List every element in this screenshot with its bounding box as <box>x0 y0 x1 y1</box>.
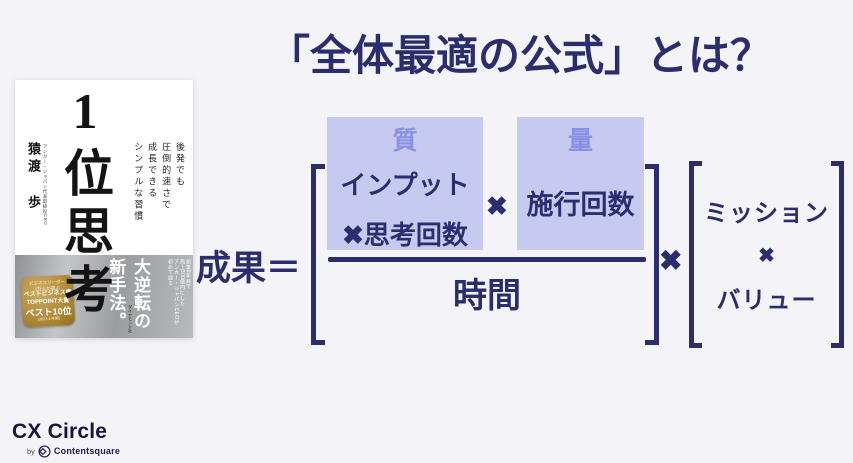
book-band: 大逆転の 新手法。 創業9年目で 売上300億円にした アンカー・ジャパンCEO… <box>15 255 193 338</box>
by-label: by <box>27 446 35 456</box>
quality-line-1: インプット <box>340 170 470 200</box>
right-bracket-2 <box>831 161 844 348</box>
quantity-box: 量 施行回数 <box>517 117 644 250</box>
mission-text: ミッション <box>704 200 829 227</box>
quality-line-2: ✖思考回数 <box>342 220 468 250</box>
quantity-value: 施行回数 <box>526 190 635 220</box>
quality-label: 質 <box>392 127 418 155</box>
left-bracket-2 <box>689 161 702 348</box>
book-publisher: ダイヤモンド社 <box>128 305 133 333</box>
band-sub-line: アンカー・ジャパンCEOが <box>173 259 179 326</box>
band-subtext: 創業9年目で 売上300億円にした アンカー・ジャパンCEOが 初めて語る <box>167 259 191 325</box>
band-headline-line: 大逆転の <box>131 258 150 330</box>
quality-box: 質 インプット ✖思考回数 <box>327 117 483 250</box>
band-sub-line: 初めて語る <box>167 259 173 286</box>
contentsquare-label: Contentsquare <box>53 446 121 456</box>
band-headline: 大逆転の 新手法。 <box>103 258 152 336</box>
multiply-icon: ✖ <box>659 245 683 276</box>
multiply-icon: ✖ <box>758 245 775 267</box>
book-cover: 1位思考 猿渡 歩 アンカー・ジャパン代表取締役CEO 後発でも 圧倒的速さで … <box>15 80 193 338</box>
quantity-label: 量 <box>567 127 593 155</box>
fraction-divider <box>328 257 646 262</box>
left-bracket-1 <box>311 164 325 345</box>
contentsquare-byline: by Contentsquare <box>27 444 120 458</box>
book-title-vertical: 1位思考 <box>57 83 113 321</box>
book-author-title: アンカー・ジャパン代表取締役CEO <box>43 144 48 226</box>
page-title: 「全体最適の公式」とは？ <box>267 32 772 79</box>
denominator: 時間 <box>453 277 521 315</box>
right-bracket-1 <box>645 164 659 345</box>
contentsquare-icon <box>38 444 51 458</box>
value-text: バリュー <box>716 287 817 314</box>
mission-value-group: ミッション ✖ バリュー <box>700 193 833 315</box>
multiply-icon: ✖ <box>486 191 508 221</box>
tagline-line: シンプルな習慣 <box>133 142 144 223</box>
cx-circle-logo: CX Circle <box>12 420 108 443</box>
tagline-line: 圧倒的速さで <box>161 142 172 211</box>
tagline-line: 後発でも <box>175 142 185 188</box>
band-sub-line: 売上300億円にした <box>179 259 185 307</box>
formula-result-label: 成果＝ <box>196 249 302 288</box>
tagline-line: 成長できる <box>147 142 158 200</box>
book-tagline: 後発でも 圧倒的速さで 成長できる シンプルな習慣 <box>130 142 186 223</box>
band-headline-line: 新手法。 <box>106 258 126 330</box>
band-sub-line: 創業9年目で <box>185 259 191 290</box>
book-author: 猿渡 歩 <box>26 142 41 212</box>
